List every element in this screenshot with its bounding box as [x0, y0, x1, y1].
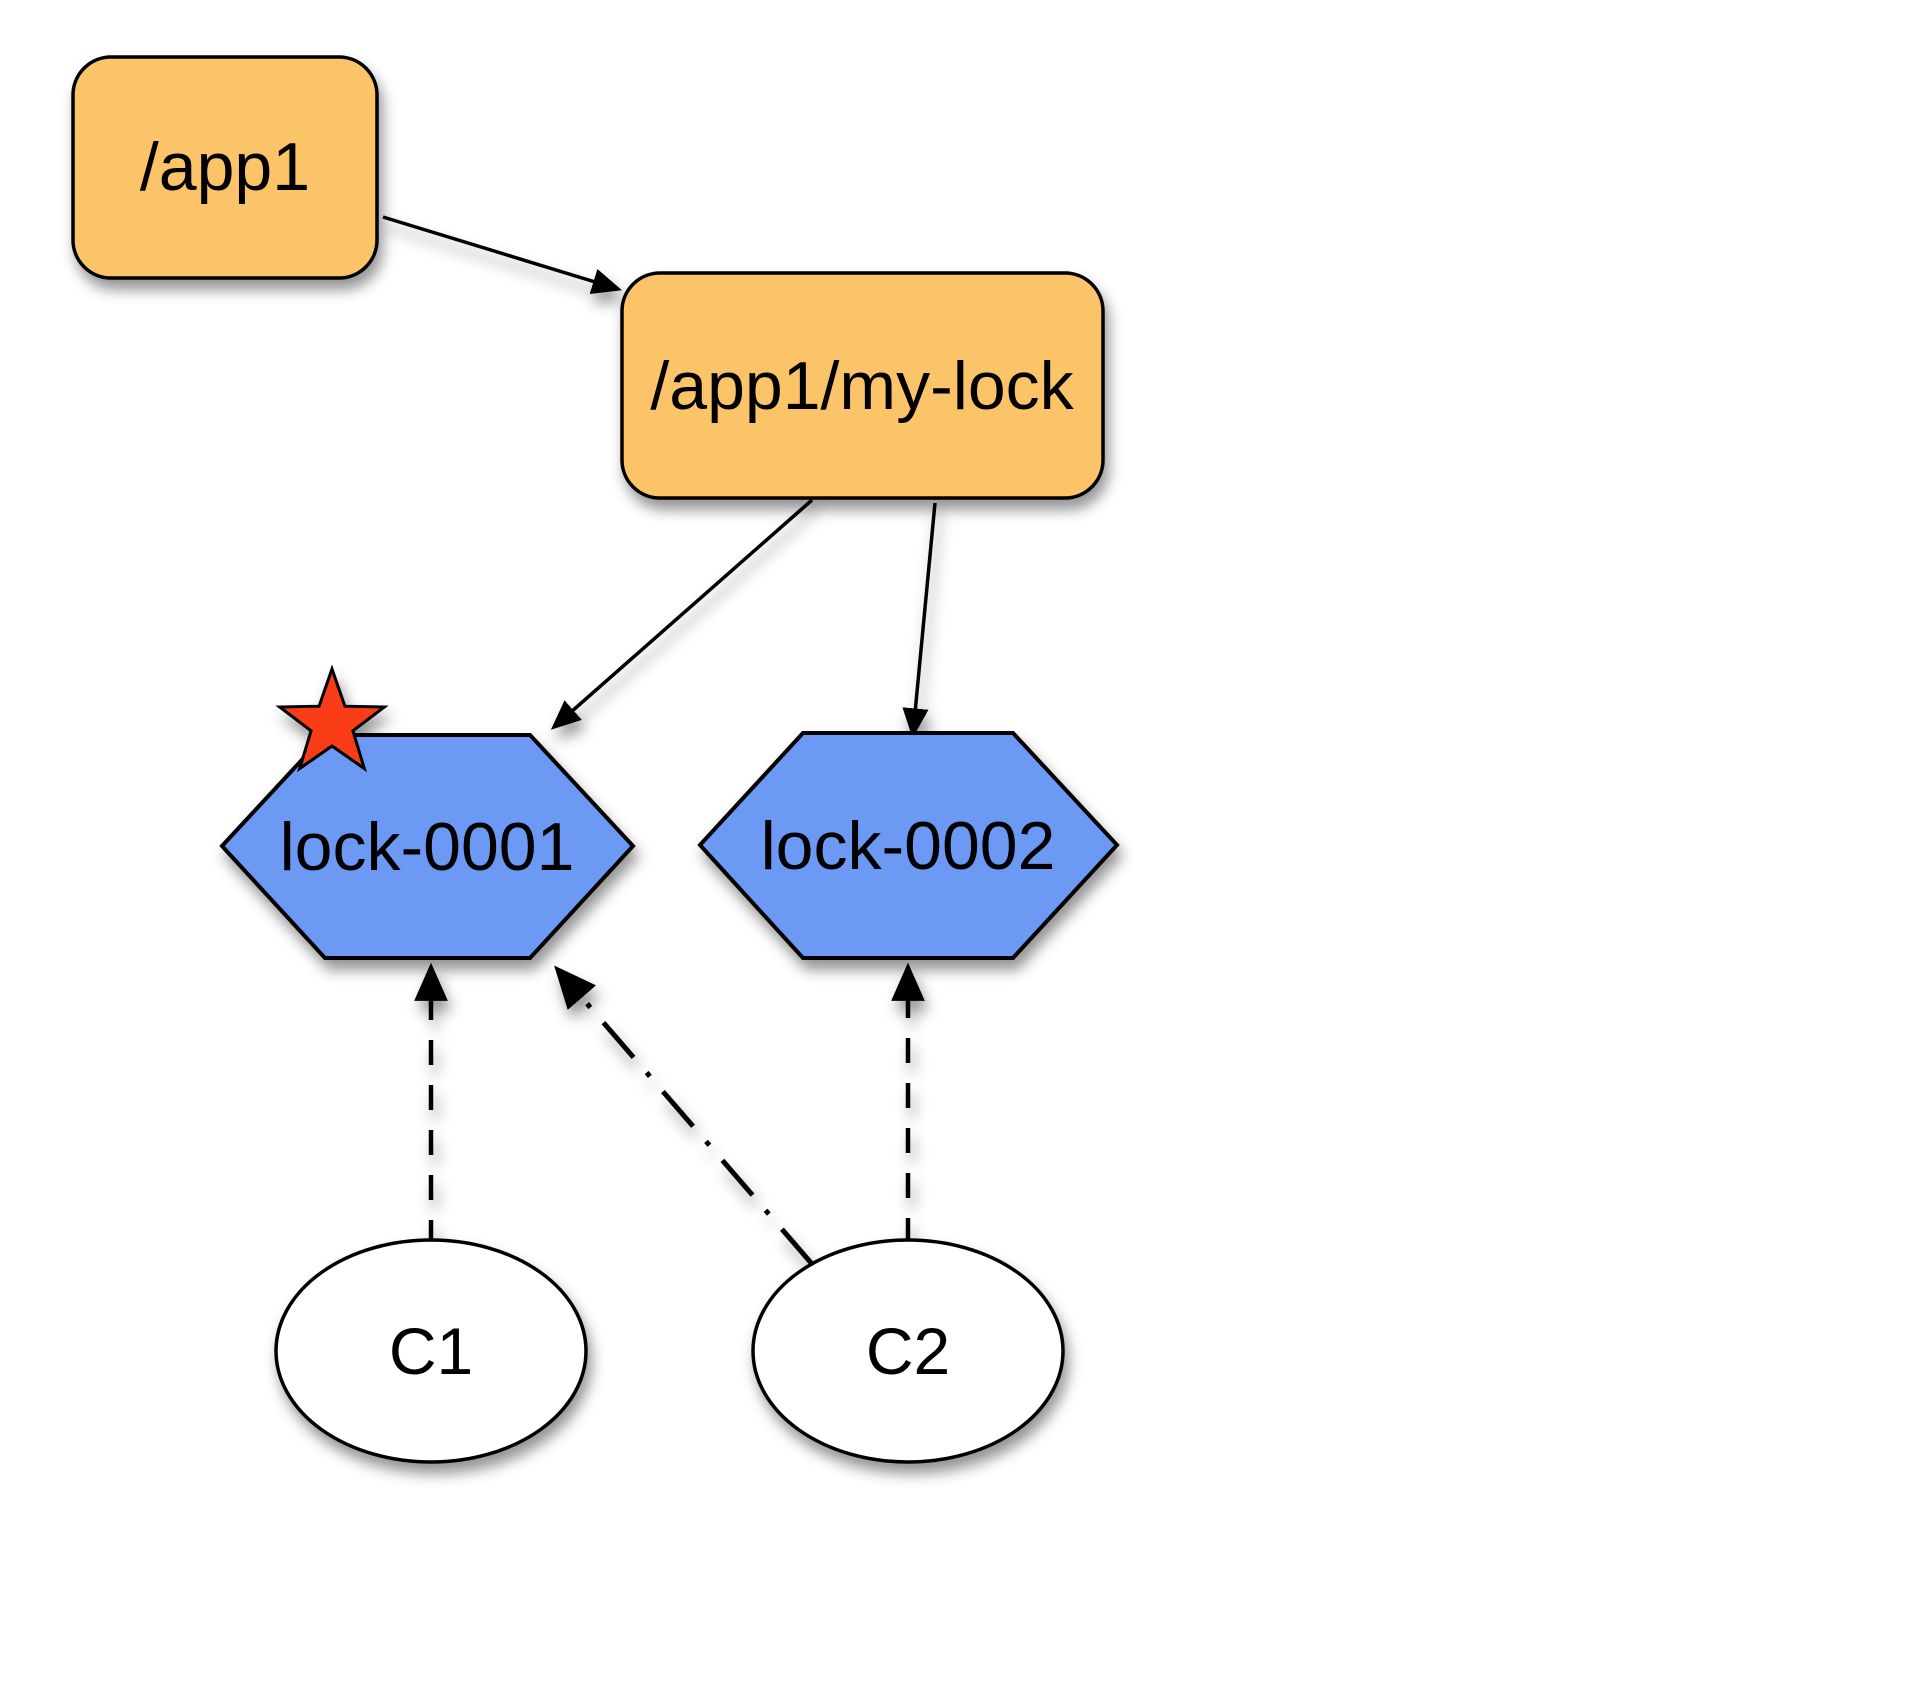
- lock-0002-label: lock-0002: [761, 808, 1056, 884]
- node-lock-0001: lock-0001: [219, 664, 636, 960]
- diagram-content: /app1 /app1/my-lock lock-0001 lock-0002 …: [71, 55, 1120, 1464]
- node-my-lock: /app1/my-lock: [620, 271, 1105, 500]
- node-c2: C2: [751, 1238, 1065, 1464]
- edge-mylock-to-lock0001: [550, 498, 814, 730]
- edge-c2-watch-lock0001: [554, 965, 814, 1266]
- edge-app1-to-mylock: [382, 215, 622, 295]
- app1-box: [71, 55, 379, 280]
- my-lock-label: /app1/my-lock: [650, 348, 1074, 424]
- c1-ellipse: [274, 1238, 588, 1464]
- edge-mylock-to-lock0002: [902, 502, 937, 739]
- node-app1: /app1: [71, 55, 379, 280]
- lock-owner-star-icon: [275, 664, 389, 773]
- lock-0001-label: lock-0001: [280, 809, 575, 885]
- node-c1: C1: [274, 1238, 588, 1464]
- c1-label: C1: [389, 1314, 473, 1388]
- node-lock-0002: lock-0002: [697, 731, 1120, 960]
- my-lock-box: [620, 271, 1105, 500]
- lock-0002-hexagon: [697, 731, 1120, 960]
- app1-label: /app1: [140, 129, 310, 205]
- c2-label: C2: [866, 1314, 950, 1388]
- c2-ellipse: [751, 1238, 1065, 1464]
